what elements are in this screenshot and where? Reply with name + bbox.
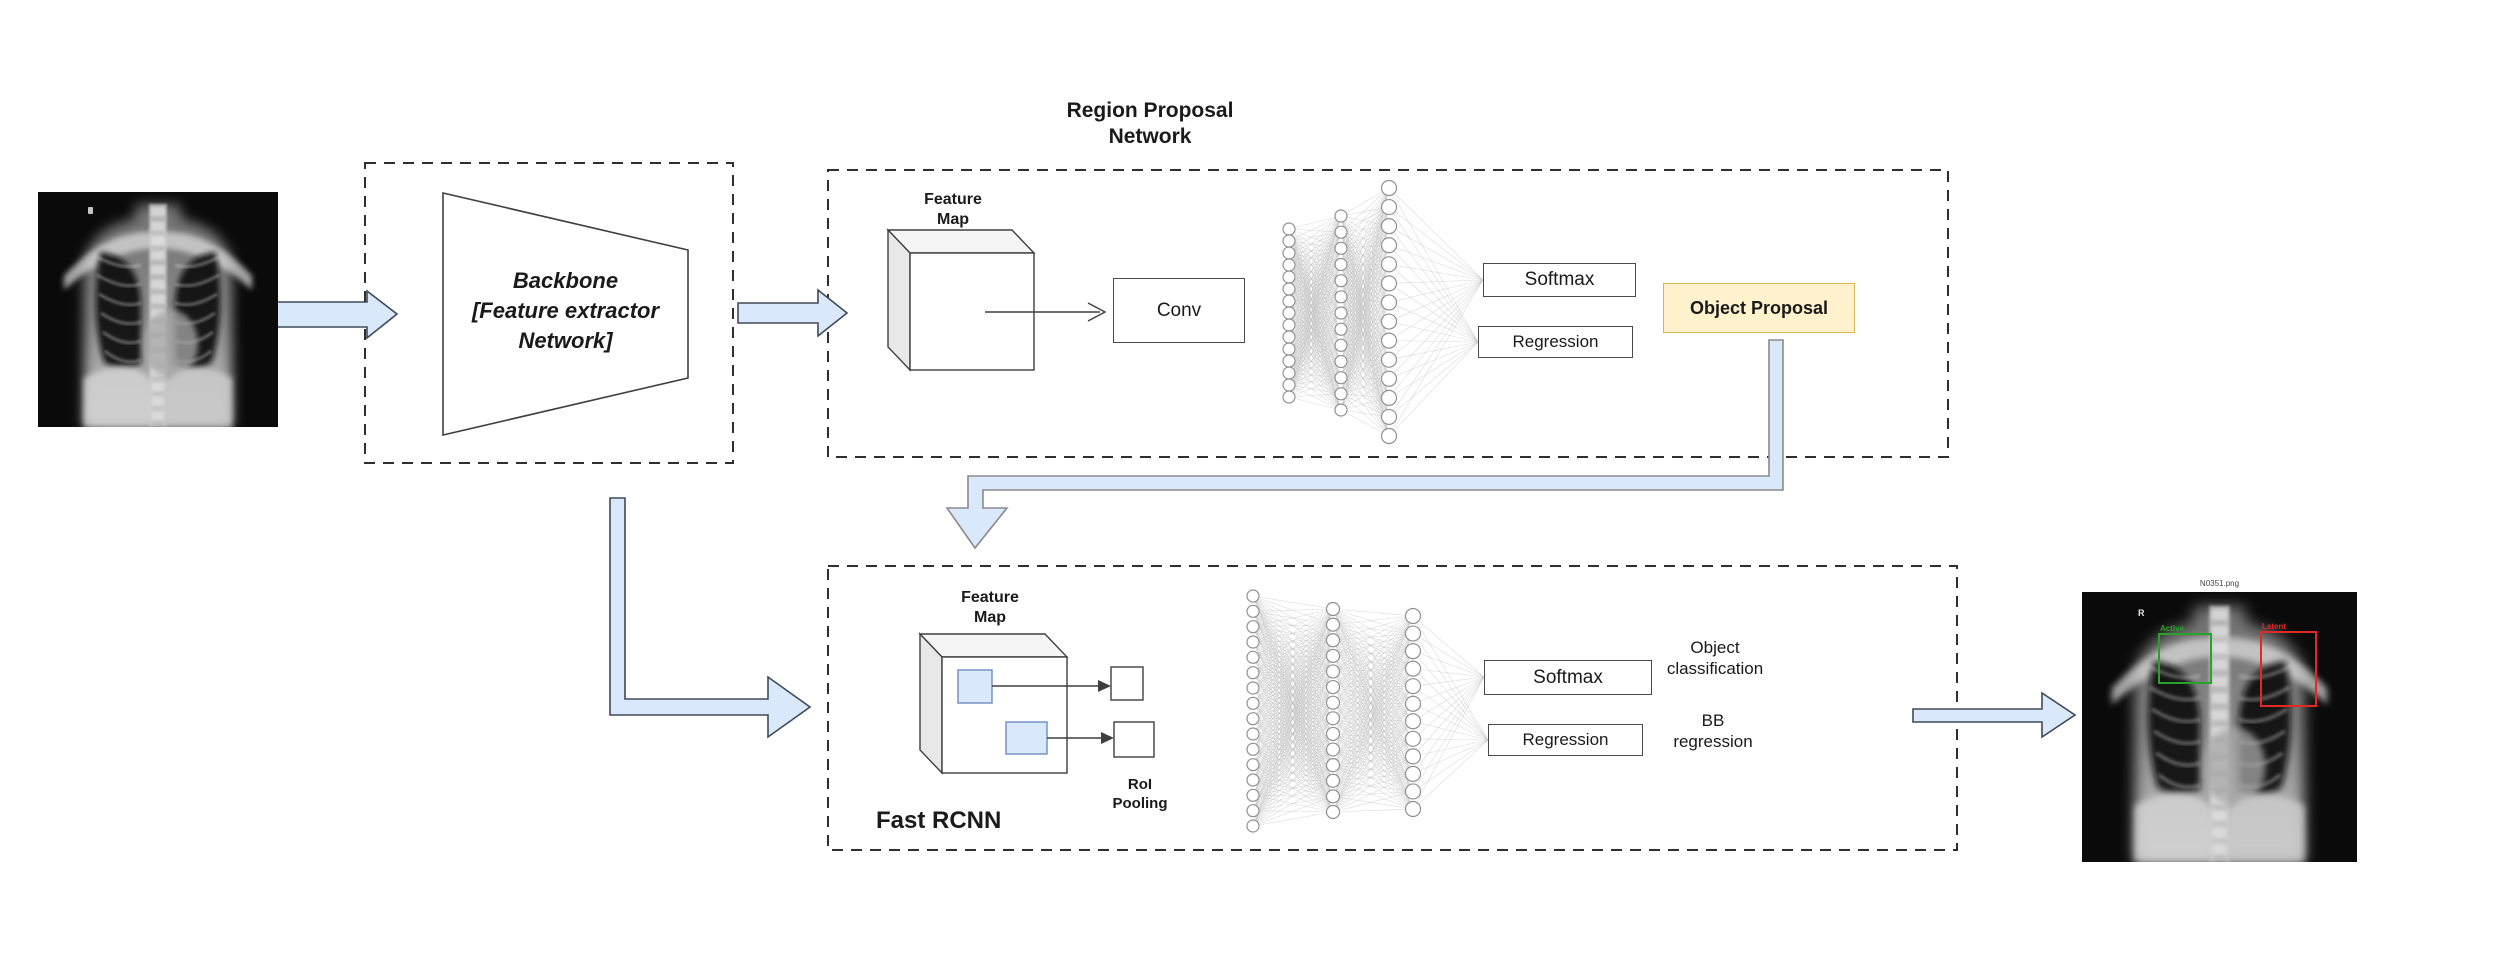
roi-arrowhead-1-icon (1098, 680, 1111, 692)
frcnn-neural-network-icon (1246, 589, 1489, 833)
cube-to-conv-arrowhead-icon (1087, 302, 1107, 322)
object-proposal-box: Object Proposal (1663, 283, 1855, 333)
rpn-regression-box: Regression (1478, 326, 1633, 358)
r-side-marker: R (2138, 608, 2145, 618)
output-image-filename: N0351.png (2199, 579, 2240, 588)
frcnn-feature-map-label: Feature Map (961, 589, 1019, 626)
output-xray-image: N0351.png R Active Latent (2082, 579, 2357, 862)
detection-label-latent: Latent (2262, 622, 2286, 631)
roi-region-1 (957, 669, 993, 704)
roi-pooled-box-2 (1113, 721, 1155, 758)
roi-arrowhead-2-icon (1101, 732, 1114, 744)
object-classification-label: Object classification (1666, 638, 1764, 679)
roi-pooling-label: RoI Pooling (1112, 776, 1168, 812)
conv-box: Conv (1113, 278, 1245, 343)
frcnn-feature-map-cube-icon (918, 632, 1069, 775)
frcnn-regression-box: Regression (1488, 724, 1643, 756)
frcnn-softmax-box: Softmax (1484, 660, 1652, 695)
rpn-feature-map-label: Feature Map (924, 191, 982, 228)
detection-box-active: Active (2158, 624, 2212, 684)
roi-region-2 (1005, 721, 1048, 755)
input-arrow-icon (269, 289, 399, 340)
rpn-title: Region Proposal Network (1066, 99, 1234, 149)
frcnn-dashed-box (827, 565, 1958, 851)
detection-box-latent: Latent (2260, 622, 2317, 707)
rpn-softmax-box: Softmax (1483, 263, 1636, 297)
backbone-to-rpn-arrow-icon (737, 288, 849, 338)
rpn-feature-map-cube-icon (886, 228, 1036, 372)
bb-regression-label: BB regression (1673, 711, 1753, 752)
side-marker-blob (88, 207, 93, 214)
backbone-trapezoid (442, 191, 689, 437)
rpn-neural-network-icon (1282, 179, 1484, 445)
detection-label-active: Active (2160, 624, 2185, 633)
proposal-to-frcnn-connector-icon (945, 339, 1784, 550)
output-arrow-icon (1912, 691, 2077, 739)
backbone-label: Backbone [Feature extractor Network] (471, 268, 660, 353)
backbone-to-frcnn-arrow-icon (609, 497, 812, 739)
input-xray-image (38, 192, 278, 427)
roi-pooled-box-1 (1110, 666, 1144, 701)
chest-xray-art (38, 192, 278, 427)
frcnn-title: Fast RCNN (876, 807, 1002, 834)
